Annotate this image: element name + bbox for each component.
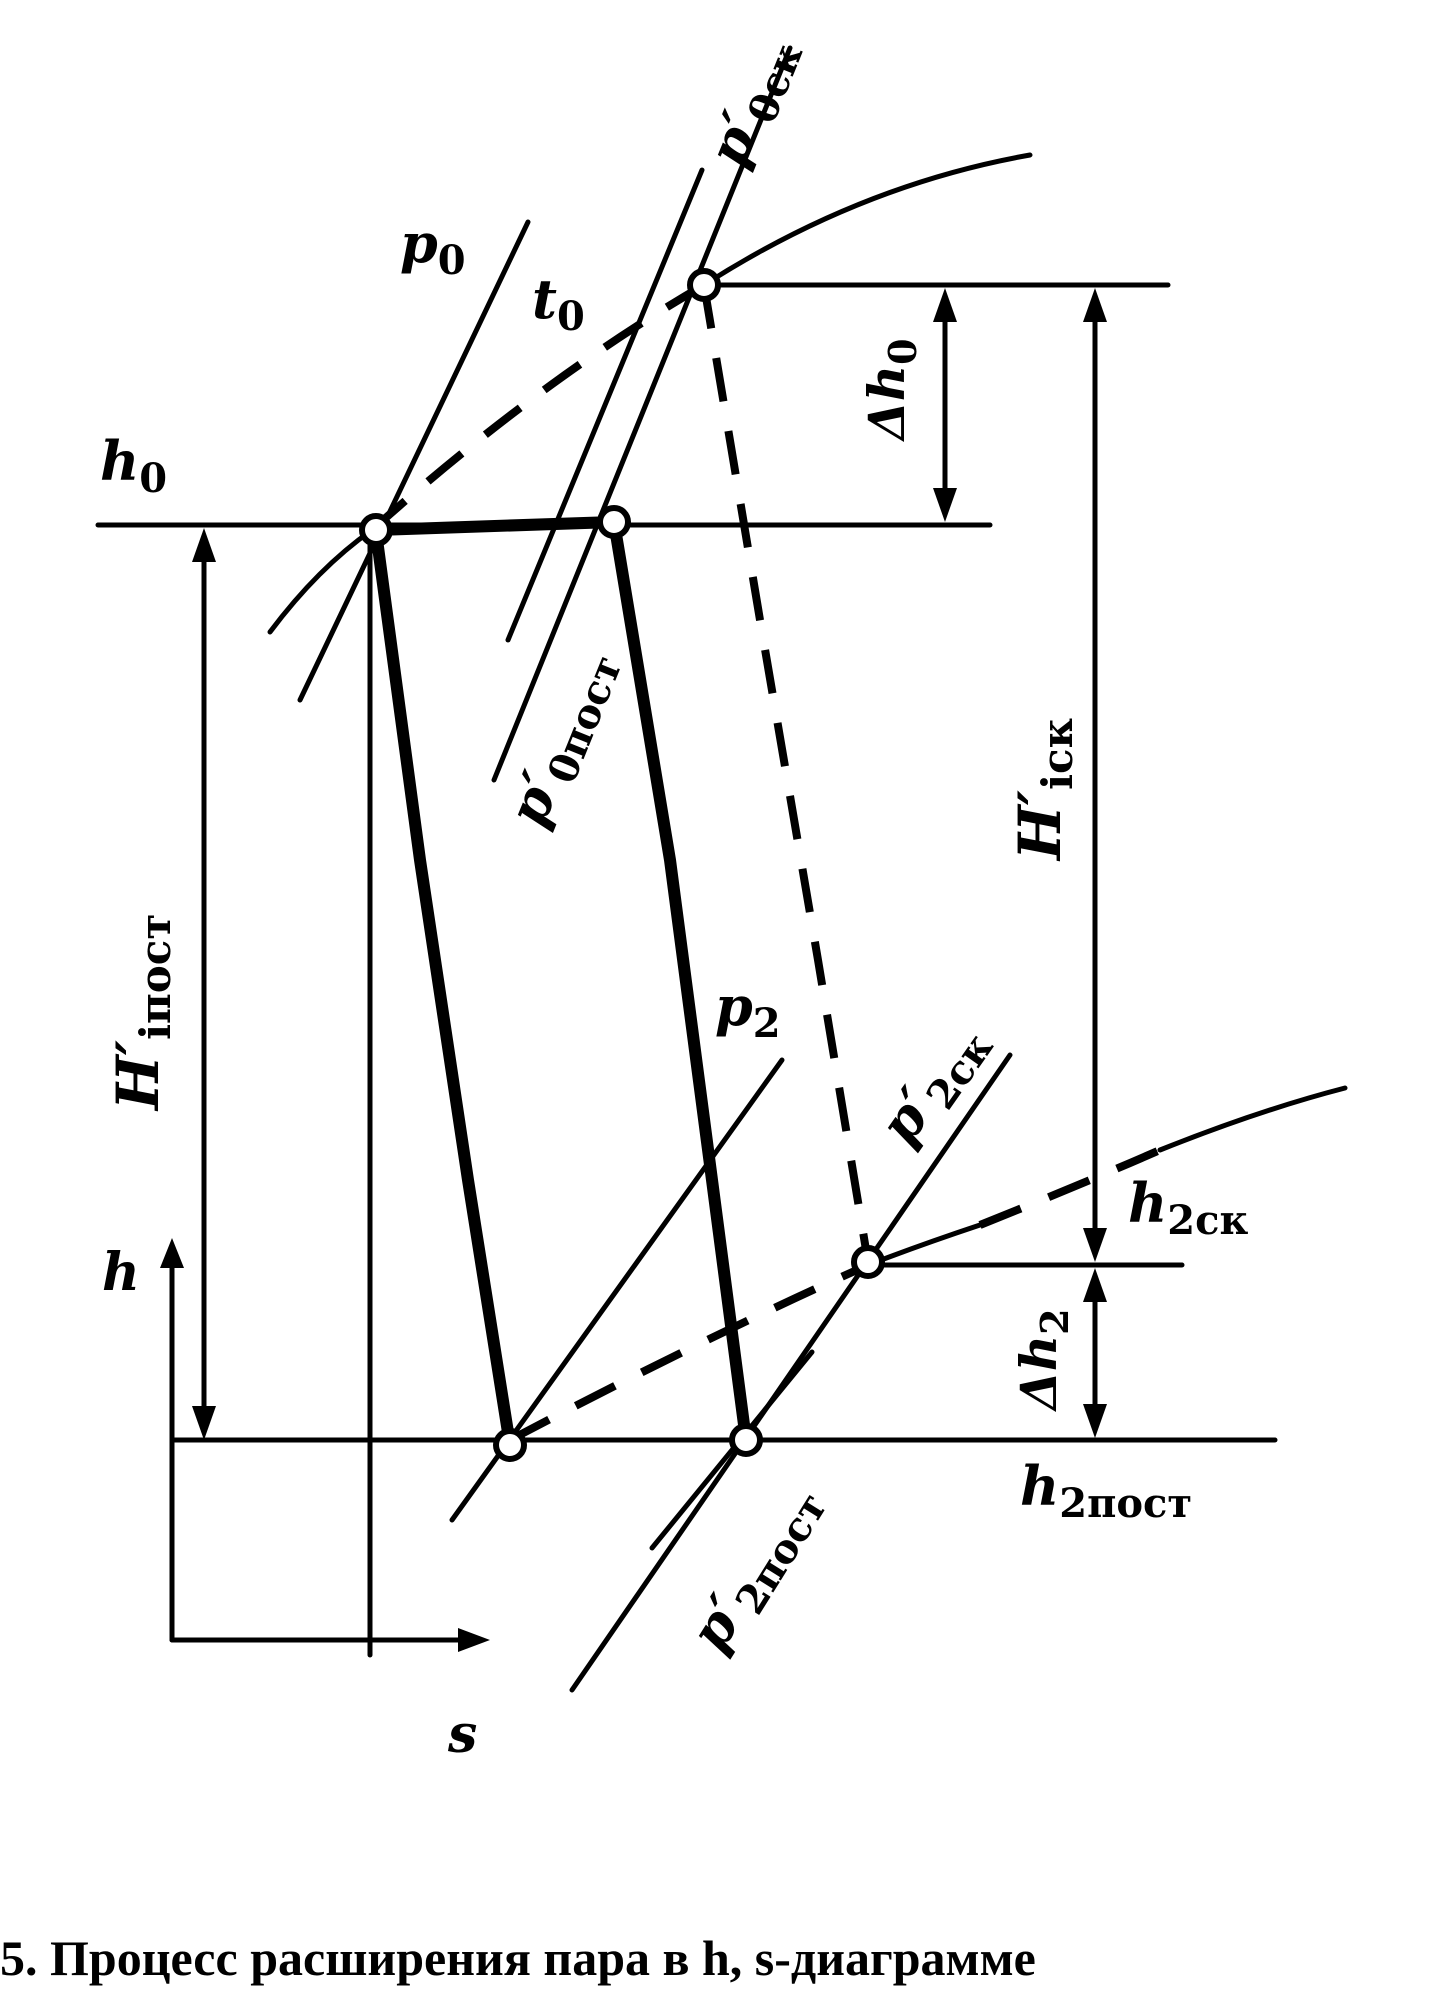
p0-post-isobar bbox=[505, 167, 705, 643]
point-0-sk bbox=[687, 268, 721, 302]
t0-solid-right bbox=[701, 152, 1033, 288]
lower-isotherm-tail bbox=[1157, 1085, 1348, 1153]
label-p2: p2 bbox=[715, 974, 781, 1047]
s-axis-arrow bbox=[458, 1628, 490, 1652]
s-axis-label: s bbox=[447, 1704, 477, 1765]
isobars bbox=[297, 45, 1013, 1693]
point-2-post bbox=[729, 1423, 763, 1457]
dh2-arrow-top bbox=[1083, 1268, 1107, 1302]
t0-solid-left bbox=[267, 527, 375, 635]
label-p0-post: p′0пост bbox=[495, 639, 632, 838]
dh2-arrow-bottom bbox=[1083, 1404, 1107, 1438]
hi-post-arrow-bottom bbox=[192, 1406, 216, 1440]
state-points bbox=[359, 268, 885, 1462]
lower-isotherm-dashed-2 bbox=[978, 1146, 1162, 1229]
p2-sk-isobar bbox=[569, 1052, 1013, 1693]
hi-sk-arrow-top bbox=[1083, 288, 1107, 322]
dimension-arrows bbox=[192, 288, 1107, 1440]
labels: h0 p0 t0 p′0ск Δh0 p′0пост H′iск H′iпост… bbox=[100, 27, 1248, 1662]
label-dh0: Δh0 bbox=[857, 338, 925, 443]
h-axis-label: h bbox=[102, 1242, 140, 1303]
h0-thick-segment bbox=[370, 516, 620, 536]
label-h0: h0 bbox=[100, 429, 167, 502]
label-p0: p0 bbox=[400, 211, 466, 284]
process-lines bbox=[370, 284, 872, 1451]
h-axis-arrow bbox=[160, 1238, 184, 1268]
process-post-left bbox=[370, 526, 516, 1451]
point-0-post bbox=[597, 505, 631, 539]
label-hi-post: H′iпост bbox=[104, 914, 180, 1112]
p0-isobar bbox=[297, 219, 531, 703]
label-p0-sk: p′0ск bbox=[695, 27, 813, 178]
label-h2-post: h2пост bbox=[1020, 1454, 1192, 1527]
dh0-arrow-bottom bbox=[933, 488, 957, 522]
label-hi-sk: H′iск bbox=[1006, 718, 1082, 862]
enthalpy-lines bbox=[95, 282, 1278, 1443]
hi-post-arrow-top bbox=[192, 528, 216, 562]
label-dh2: Δh2 bbox=[1009, 1308, 1077, 1413]
hi-sk-arrow-bottom bbox=[1083, 1228, 1107, 1262]
axes: h s bbox=[102, 1238, 490, 1765]
point-2-sk bbox=[851, 1245, 885, 1279]
label-h2-sk: h2ск bbox=[1128, 1171, 1248, 1244]
p2-post-isobar bbox=[649, 1349, 815, 1551]
p0-sk-isobar bbox=[491, 45, 793, 783]
process-sk-dashed bbox=[700, 284, 872, 1263]
figure-caption: 5. Процесс расширения пара в h, s-диагра… bbox=[0, 1930, 1036, 1986]
process-post-right bbox=[608, 516, 752, 1446]
lower-isotherm-solid bbox=[865, 1222, 983, 1268]
label-p2-sk: p′2ск bbox=[866, 1010, 1002, 1161]
point-0 bbox=[359, 513, 393, 547]
t0-isotherm bbox=[267, 152, 1033, 635]
point-2 bbox=[493, 1428, 527, 1462]
dh0-arrow-top bbox=[933, 288, 957, 322]
label-t0: t0 bbox=[532, 267, 585, 340]
